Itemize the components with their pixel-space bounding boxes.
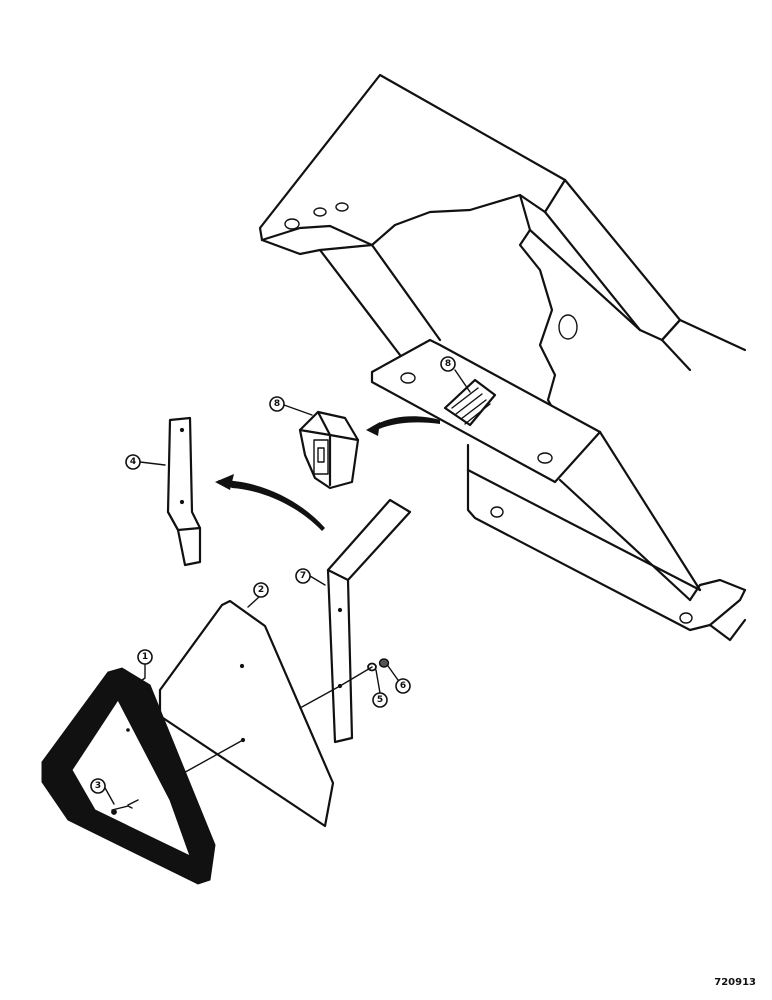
assembly-lines — [127, 666, 373, 806]
callout-4: 4 — [125, 454, 141, 470]
nut-6 — [378, 658, 390, 668]
smv-emblem-1 — [41, 667, 216, 885]
socket-bracket-8 — [298, 410, 360, 490]
callout-leaders — [103, 369, 471, 805]
machine-frame — [258, 73, 747, 642]
callout-2-label: 2 — [258, 585, 264, 595]
callout-6: 6 — [395, 678, 411, 694]
callout-3: 3 — [90, 778, 106, 794]
installation-arrows — [215, 416, 440, 531]
callout-7: 7 — [295, 568, 311, 584]
mounted-bracket-8 — [443, 378, 497, 427]
mounting-strap-4 — [166, 416, 202, 567]
callout-8-loose-label: 8 — [274, 399, 280, 409]
callout-5-label: 5 — [377, 695, 383, 705]
callout-8-loose: 8 — [269, 396, 285, 412]
callout-7-label: 7 — [300, 571, 306, 581]
callout-5: 5 — [372, 692, 388, 708]
callout-8-mounted-label: 8 — [445, 359, 451, 369]
callout-1: 1 — [137, 649, 153, 665]
bracket-7 — [326, 498, 412, 744]
callout-8-mounted: 8 — [440, 356, 456, 372]
screw-3 — [111, 805, 133, 815]
callout-3-label: 3 — [95, 781, 101, 791]
figure-number: 720913 — [714, 977, 756, 988]
callout-1-label: 1 — [142, 652, 148, 662]
callout-2: 2 — [253, 582, 269, 598]
callout-6-label: 6 — [400, 681, 406, 691]
callout-4-label: 4 — [130, 457, 136, 467]
